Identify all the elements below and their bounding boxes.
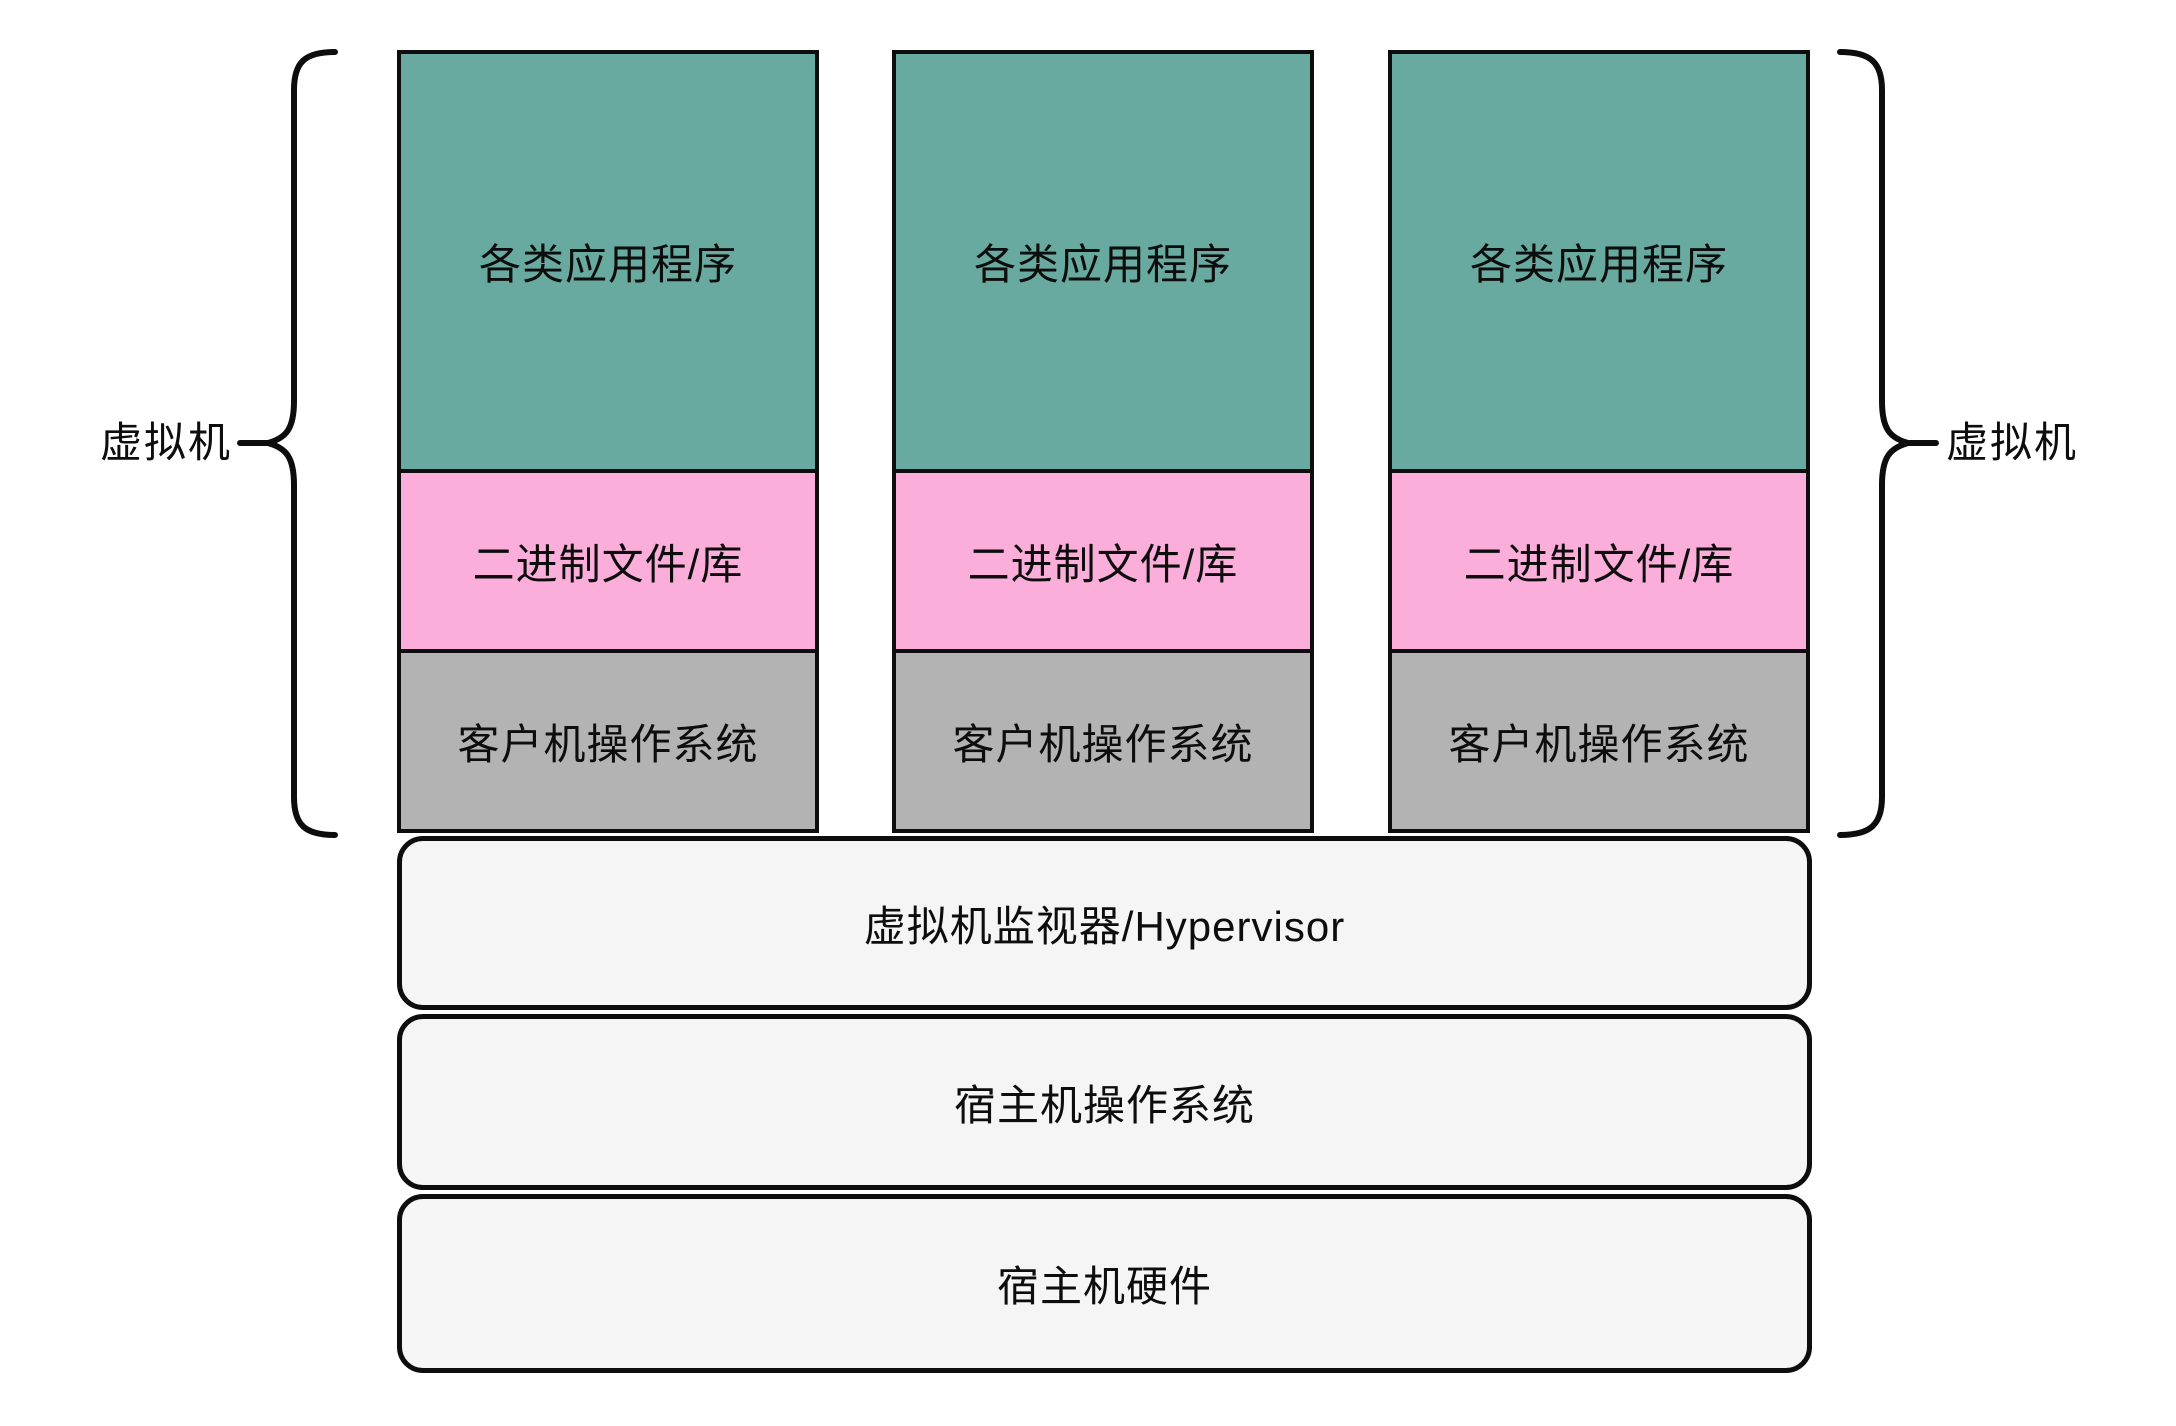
guest-os-box-label: 客户机操作系统 (457, 720, 759, 768)
right-brace (1837, 49, 1939, 838)
binaries-box-label: 二进制文件/库 (1463, 540, 1735, 588)
binaries-box-label: 二进制文件/库 (472, 540, 744, 588)
vm-group-label-right: 虚拟机 (1946, 419, 2079, 466)
host-hardware-layer-label: 宿主机硬件 (996, 1263, 1212, 1310)
apps-box: 各类应用程序 (397, 50, 819, 473)
binaries-box: 二进制文件/库 (1388, 469, 1810, 653)
apps-box-label: 各类应用程序 (478, 241, 737, 288)
binaries-box-label: 二进制文件/库 (967, 540, 1239, 588)
vm-group-label-left: 虚拟机 (99, 419, 232, 466)
vm-column-1: 各类应用程序 二进制文件/库 客户机操作系统 (397, 50, 819, 833)
guest-os-box-label: 客户机操作系统 (952, 720, 1254, 768)
host-os-layer-label: 宿主机操作系统 (953, 1081, 1255, 1129)
guest-os-box: 客户机操作系统 (1388, 649, 1810, 833)
apps-box-label: 各类应用程序 (1469, 241, 1728, 288)
apps-box-label: 各类应用程序 (973, 241, 1232, 288)
guest-os-box-label: 客户机操作系统 (1448, 720, 1750, 768)
left-brace (237, 49, 338, 838)
hypervisor-layer-label: 虚拟机监视器/Hypervisor (863, 902, 1346, 950)
binaries-box: 二进制文件/库 (892, 469, 1314, 653)
host-hardware-layer: 宿主机硬件 (397, 1194, 1812, 1373)
binaries-box: 二进制文件/库 (397, 469, 819, 653)
guest-os-box: 客户机操作系统 (892, 649, 1314, 833)
apps-box: 各类应用程序 (892, 50, 1314, 473)
guest-os-box: 客户机操作系统 (397, 649, 819, 833)
vm-column-2: 各类应用程序 二进制文件/库 客户机操作系统 (892, 50, 1314, 833)
hypervisor-layer: 虚拟机监视器/Hypervisor (397, 836, 1812, 1010)
vm-column-3: 各类应用程序 二进制文件/库 客户机操作系统 (1388, 50, 1810, 833)
apps-box: 各类应用程序 (1388, 50, 1810, 473)
host-os-layer: 宿主机操作系统 (397, 1014, 1812, 1190)
